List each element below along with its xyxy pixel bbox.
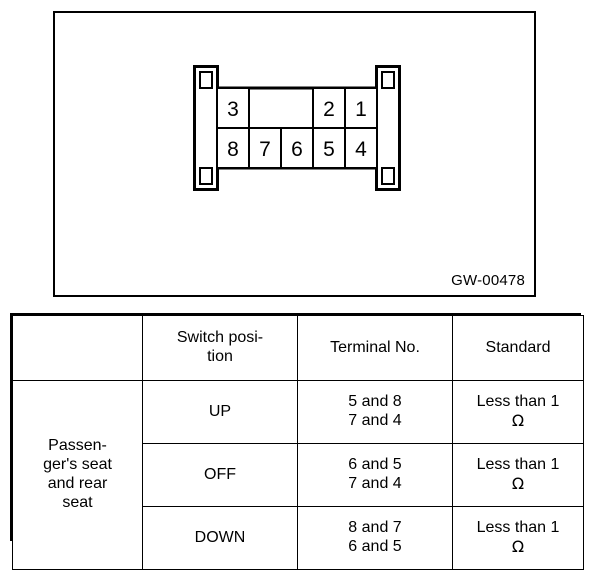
terminal-line2: 6 and 5: [348, 538, 402, 555]
connector-diagram: 3 2 1 8 7 6 5 4: [193, 65, 401, 191]
pin-label-5: 5: [323, 138, 335, 161]
terminal-line2: 7 and 4: [348, 412, 402, 429]
header-switch-position: Switch posi- tion: [142, 315, 298, 381]
header-standard: Standard: [452, 315, 584, 381]
header-group: [12, 315, 143, 381]
cell-switch-position: UP: [142, 380, 298, 444]
figure-caption: GW-00478: [451, 272, 525, 289]
group-label-line4: seat: [62, 493, 93, 511]
cell-switch-position: OFF: [142, 443, 298, 507]
terminal-line1: 8 and 7: [348, 519, 402, 537]
standard-line1: Less than 1: [476, 393, 560, 411]
group-label-line2: ger's seat: [43, 456, 112, 474]
cell-terminal-no: 6 and 5 7 and 4: [297, 443, 453, 507]
standard-line1: Less than 1: [476, 456, 560, 474]
group-label-line1: Passen-: [48, 437, 107, 455]
pin-label-6: 6: [291, 138, 303, 161]
header-switch-position-line1: Switch posi-: [176, 329, 264, 347]
pin-label-2: 2: [323, 98, 335, 121]
specification-table: Switch posi- tion Terminal No. Standard …: [10, 313, 584, 570]
group-label-line3: and rear: [47, 475, 108, 492]
table-row: OFF 6 and 5 7 and 4 Less than 1 Ω: [13, 443, 584, 507]
cell-terminal-no: 5 and 8 7 and 4: [297, 380, 453, 444]
pin-label-4: 4: [355, 138, 367, 161]
connector-latch-notches: [199, 71, 395, 185]
header-terminal-no: Terminal No.: [297, 315, 453, 381]
figure-panel: 3 2 1 8 7 6 5 4 GW-00478: [53, 11, 536, 297]
cell-switch-position: DOWN: [142, 506, 298, 570]
cell-standard: Less than 1 Ω: [452, 443, 584, 507]
terminal-line2: 7 and 4: [348, 475, 402, 492]
pin-label-7: 7: [259, 138, 271, 161]
pin-label-3: 3: [227, 98, 239, 121]
standard-line2: Ω: [511, 537, 525, 556]
cell-standard: Less than 1 Ω: [452, 380, 584, 444]
pin-label-8: 8: [227, 138, 239, 161]
table-header-row: Switch posi- tion Terminal No. Standard: [12, 315, 584, 381]
pin-numbers: 3 2 1 8 7 6 5 4: [227, 98, 367, 161]
cell-standard: Less than 1 Ω: [452, 506, 584, 570]
standard-line1: Less than 1: [476, 519, 560, 537]
standard-line2: Ω: [511, 411, 525, 430]
standard-line2: Ω: [511, 474, 525, 493]
row-group-label: Passen- ger's seat and rear seat: [12, 380, 143, 570]
pin-label-1: 1: [355, 98, 367, 121]
table-row: Passen- ger's seat and rear seat UP 5 an…: [12, 380, 584, 570]
terminal-line1: 6 and 5: [348, 456, 402, 474]
cell-terminal-no: 8 and 7 6 and 5: [297, 506, 453, 570]
terminal-line1: 5 and 8: [348, 393, 402, 411]
terminal-cavities: [216, 87, 378, 169]
header-switch-position-line2: tion: [207, 348, 233, 365]
